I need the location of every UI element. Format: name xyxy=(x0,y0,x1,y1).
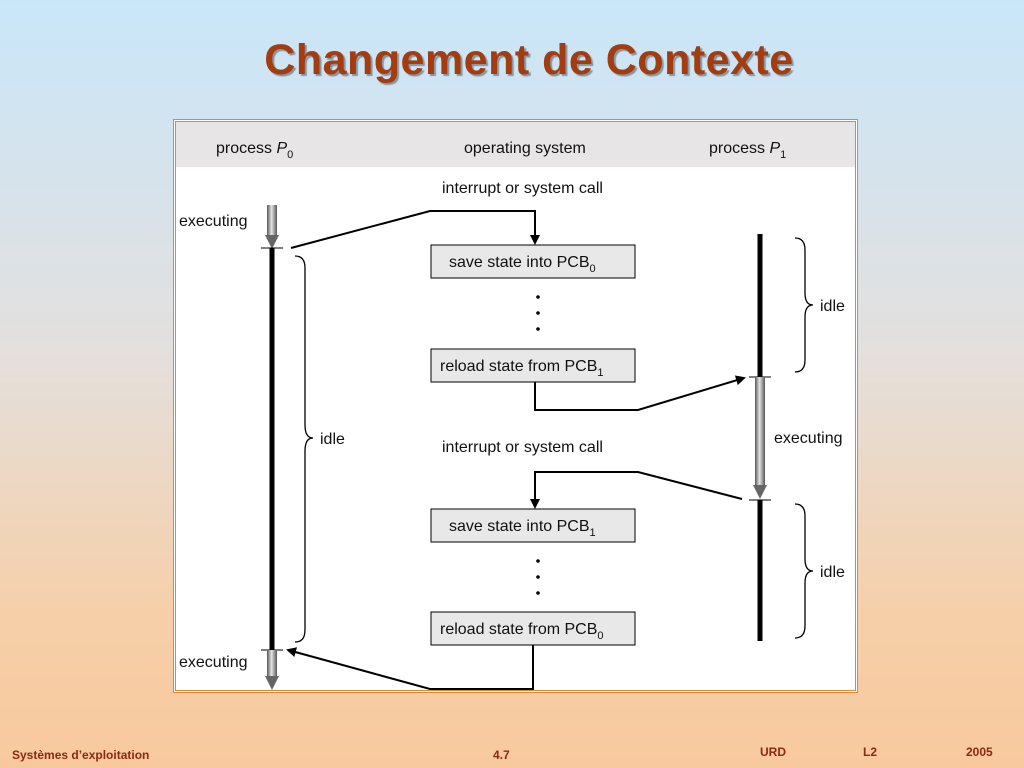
footer-year: 2005 xyxy=(966,745,993,759)
footer-course: Systèmes d’exploitation xyxy=(12,748,150,762)
p1-idle-brace-top xyxy=(794,237,814,373)
save-state-pcb1-box xyxy=(430,508,636,543)
p1-executing-label: executing xyxy=(774,430,843,447)
arrow-p0-to-save-pcb0 xyxy=(290,210,540,249)
save-state-pcb0-label: save state into PCB0 xyxy=(449,254,596,275)
slide-title: Changement de Contexte xyxy=(264,36,794,84)
ellipsis-dots-2 xyxy=(536,559,540,595)
save-state-pcb0-box xyxy=(430,244,636,279)
p1-idle-brace-bottom xyxy=(794,503,814,639)
diagram-canvas: process P0 operating system process P1 i… xyxy=(176,122,855,690)
p1-idle-bottom-label: idle xyxy=(820,564,845,581)
p1-timeline xyxy=(749,234,771,641)
footer-school: URD xyxy=(760,745,786,759)
header-operating-system: operating system xyxy=(464,140,586,157)
context-switch-diagram: process P0 operating system process P1 i… xyxy=(173,119,858,693)
p0-executing-top-arrow xyxy=(265,235,279,249)
p0-executing-bottom-bar xyxy=(267,650,277,678)
p1-executing-bar xyxy=(755,377,765,487)
p0-timeline xyxy=(261,205,283,690)
header-band xyxy=(176,122,855,167)
p0-executing-top-label: executing xyxy=(179,213,248,230)
p1-idle-top-line xyxy=(757,234,763,377)
interrupt-label-2: interrupt or system call xyxy=(442,439,603,456)
ellipsis-dots-1 xyxy=(536,295,540,331)
arrow-reload-pcb0-to-p0 xyxy=(286,645,534,690)
p0-executing-top-bar xyxy=(267,205,277,237)
interrupt-label-1: interrupt or system call xyxy=(442,180,603,197)
arrow-p1-to-save-pcb1 xyxy=(530,471,743,509)
reload-state-pcb0-box xyxy=(430,611,636,646)
header-process-p0: process P0 xyxy=(216,140,293,161)
p0-executing-bottom-arrow xyxy=(265,676,279,690)
header-process-p1: process P1 xyxy=(709,140,786,161)
reload-state-pcb1-label: reload state from PCB1 xyxy=(440,358,604,379)
p0-executing-bottom-label: executing xyxy=(179,654,248,671)
p0-idle-line xyxy=(269,248,275,650)
p0-idle-brace xyxy=(294,255,314,643)
p1-idle-top-label: idle xyxy=(820,298,845,315)
footer-page-number: 4.7 xyxy=(493,748,510,762)
reload-state-pcb0-label: reload state from PCB0 xyxy=(440,621,604,642)
p0-idle-label: idle xyxy=(320,431,345,448)
footer-level: L2 xyxy=(863,745,878,759)
arrow-reload-pcb1-to-p1 xyxy=(534,375,746,411)
p1-idle-bottom-line xyxy=(757,500,763,641)
p1-executing-arrow xyxy=(753,485,767,499)
reload-state-pcb1-box xyxy=(430,348,636,383)
save-state-pcb1-label: save state into PCB1 xyxy=(449,518,596,539)
